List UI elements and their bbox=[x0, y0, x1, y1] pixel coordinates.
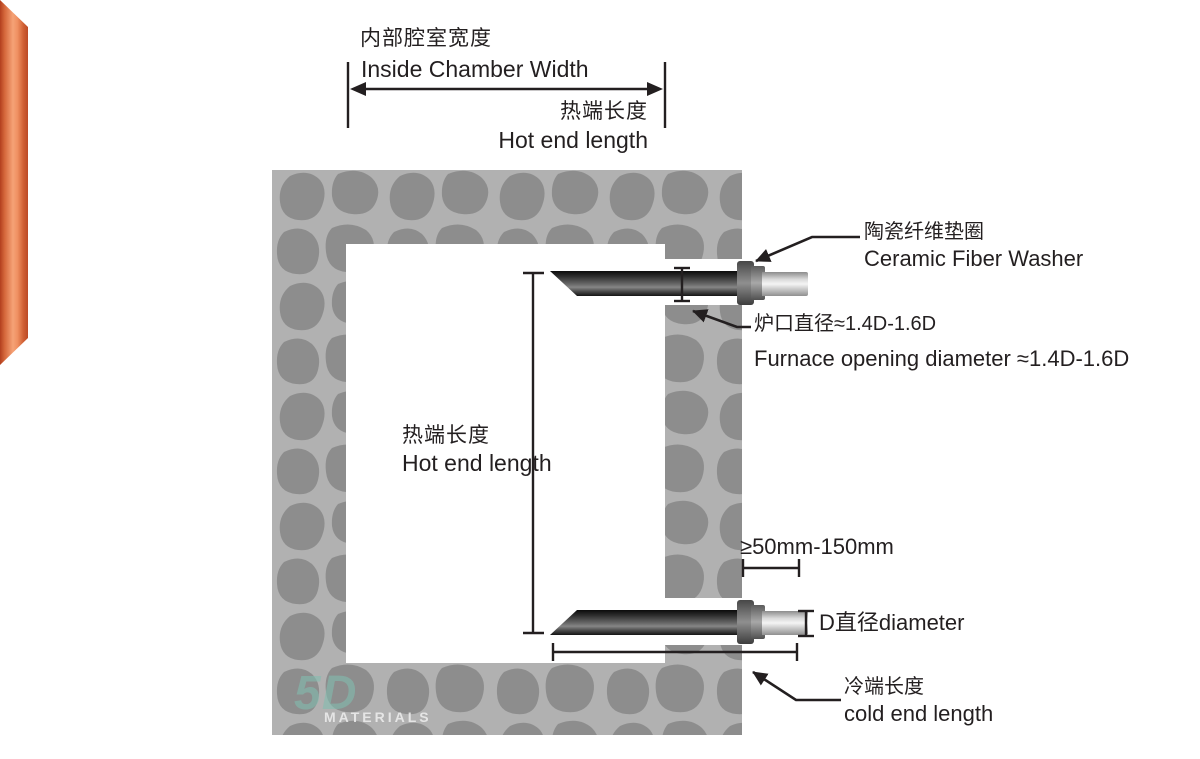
ceramic-washer-label-cn: 陶瓷纤维垫圈 bbox=[864, 221, 984, 243]
cold-end-length-dimension bbox=[551, 643, 799, 661]
cold-end-leader-arrow bbox=[752, 670, 841, 702]
washer-leader-arrow bbox=[755, 235, 860, 263]
chamber-width-label-en: Inside Chamber Width bbox=[361, 56, 589, 82]
cold-end-label-cn: 冷端长度 bbox=[844, 676, 924, 698]
rod-end-cap-top bbox=[762, 272, 808, 296]
furnace-wall bbox=[272, 170, 742, 735]
watermark-on-wall: 5D MATERIALS bbox=[294, 666, 432, 725]
hot-end-length-dimension bbox=[523, 271, 544, 635]
furnace-opening-dimension bbox=[674, 266, 690, 303]
bottom-cold-end-rod bbox=[550, 610, 756, 635]
ceramic-fiber-washer-top bbox=[737, 261, 754, 305]
furnace-opening-label-cn: 炉口直径≈1.4D-1.6D bbox=[754, 313, 937, 335]
chamber-width-label-cn: 内部腔室宽度 bbox=[360, 27, 492, 50]
hot-end-top-label-en: Hot end length bbox=[498, 127, 648, 153]
wall-gap-dimension bbox=[741, 559, 801, 577]
ceramic-fiber-washer-bottom bbox=[737, 600, 754, 644]
rod-diameter-label: D直径diameter bbox=[819, 610, 965, 635]
ceramic-washer-label-en: Ceramic Fiber Washer bbox=[864, 246, 1084, 271]
rod-end-cap-bottom bbox=[762, 611, 808, 635]
cold-end-label-en: cold end length bbox=[844, 701, 994, 726]
hot-end-side-label-cn: 热端长度 bbox=[402, 424, 490, 447]
wall-gap-label: ≥50mm-150mm bbox=[740, 534, 894, 559]
watermark-name: MATERIALS bbox=[324, 709, 432, 726]
rod-collar-top bbox=[751, 266, 765, 300]
watermark-brand: 5D bbox=[294, 667, 358, 720]
top-cold-end-rod bbox=[550, 271, 756, 296]
hot-zone-bar bbox=[0, 0, 28, 365]
opening-leader-arrow bbox=[692, 309, 751, 329]
rod-collar-bottom bbox=[751, 605, 765, 639]
furnace-opening-label-en: Furnace opening diameter ≈1.4D-1.6D bbox=[754, 346, 1130, 371]
hot-end-top-label-cn: 热端长度 bbox=[560, 100, 648, 123]
hot-end-side-label-en: Hot end length bbox=[402, 450, 552, 476]
rod-diameter-bracket bbox=[798, 609, 814, 638]
chamber-width-dimension bbox=[346, 62, 667, 128]
